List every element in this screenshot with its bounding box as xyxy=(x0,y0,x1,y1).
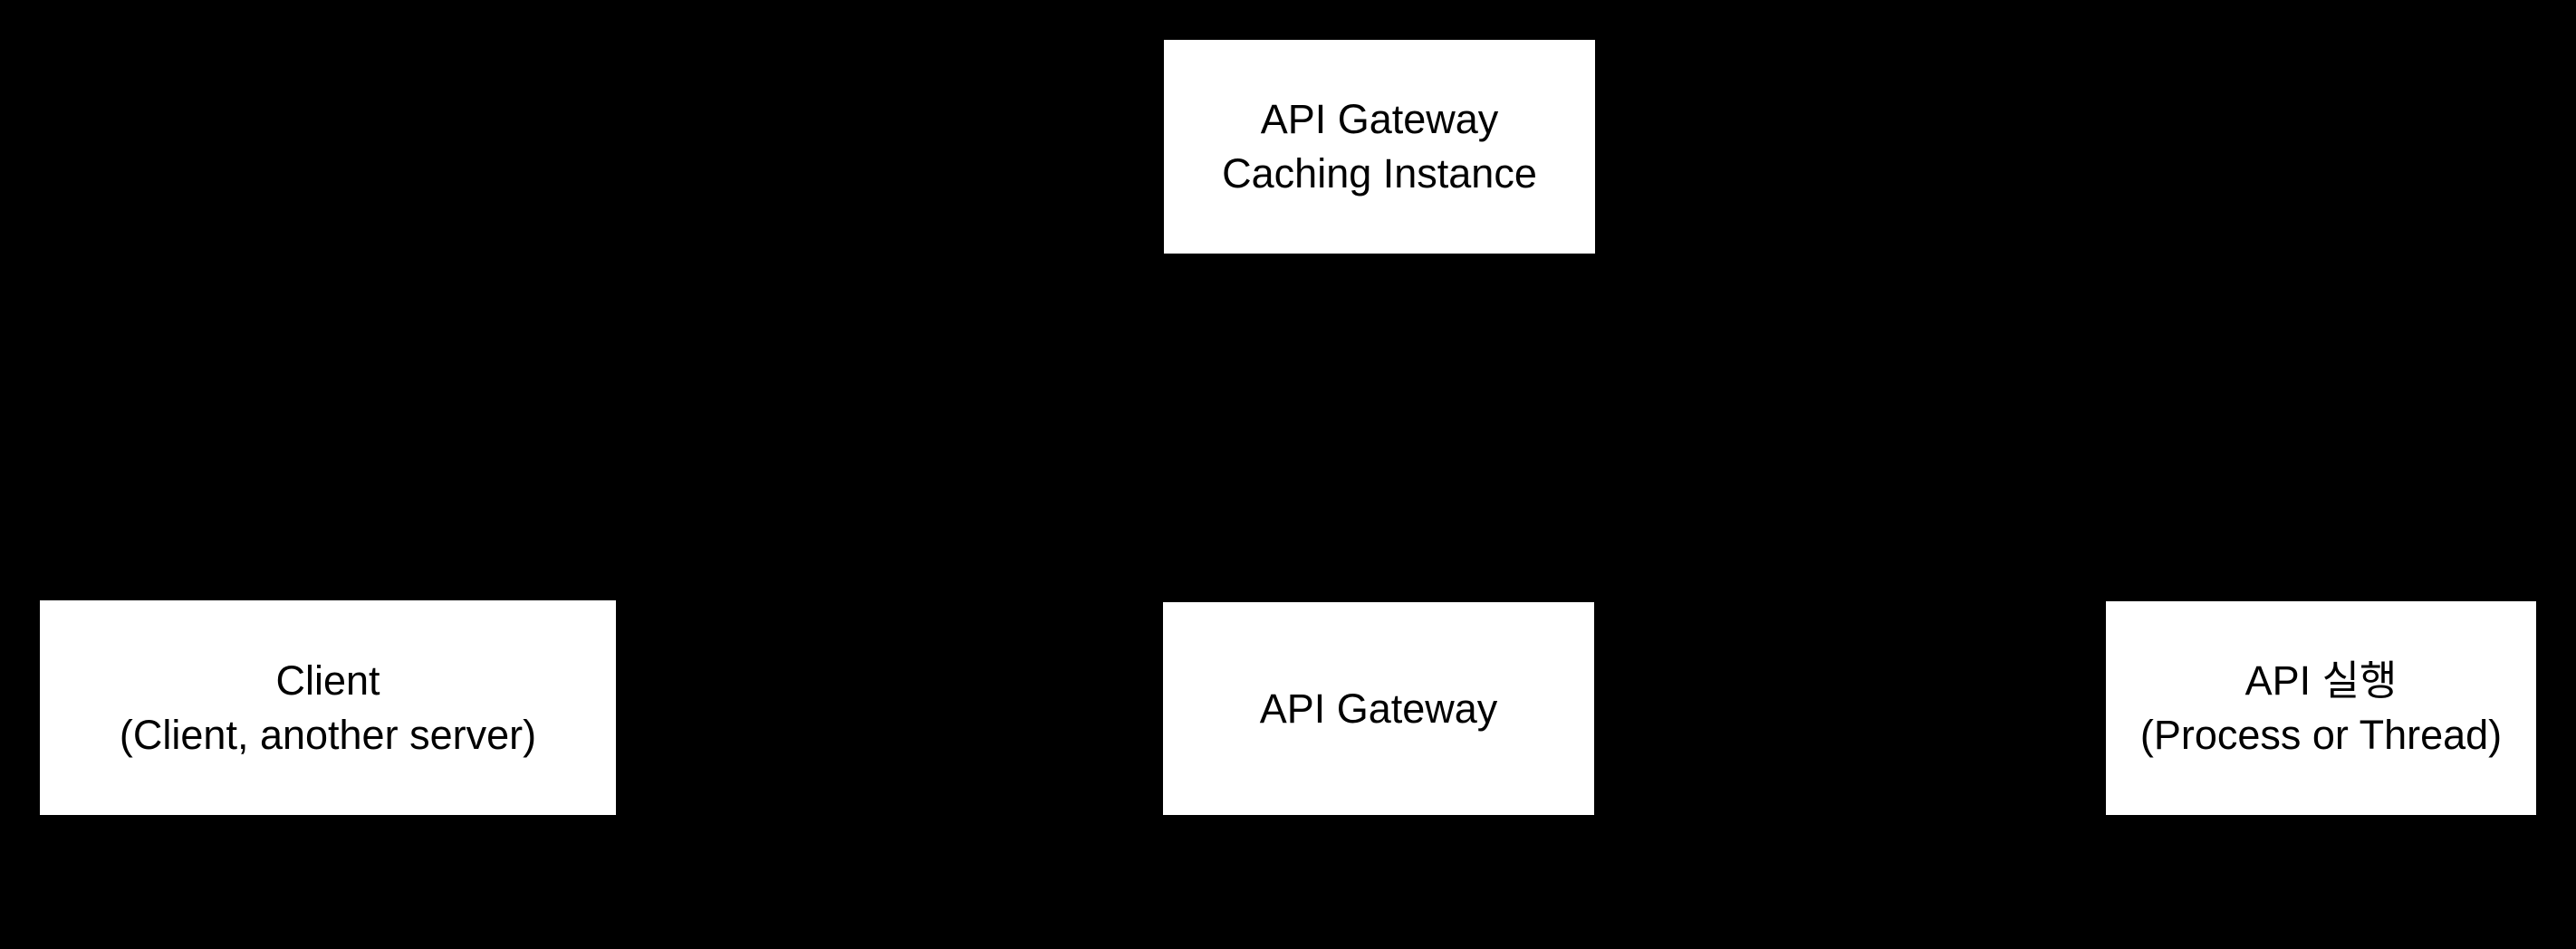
node-label-line: (Process or Thread) xyxy=(2139,712,2503,758)
node-label-line: API Gateway xyxy=(1259,685,1498,732)
node-label-line: API Gateway xyxy=(1260,96,1499,142)
node-api-execution: API 실행 (Process or Thread) xyxy=(2106,601,2536,815)
node-label-line: API 실행 xyxy=(2244,657,2398,704)
node-api-gateway: API Gateway xyxy=(1163,602,1594,815)
node-label-line: Client xyxy=(275,657,380,704)
node-api-gateway-caching-instance: API Gateway Caching Instance xyxy=(1164,40,1595,254)
node-label-line: Caching Instance xyxy=(1222,150,1537,197)
node-label-line: (Client, another server) xyxy=(119,711,537,758)
node-client: Client (Client, another server) xyxy=(40,600,616,815)
